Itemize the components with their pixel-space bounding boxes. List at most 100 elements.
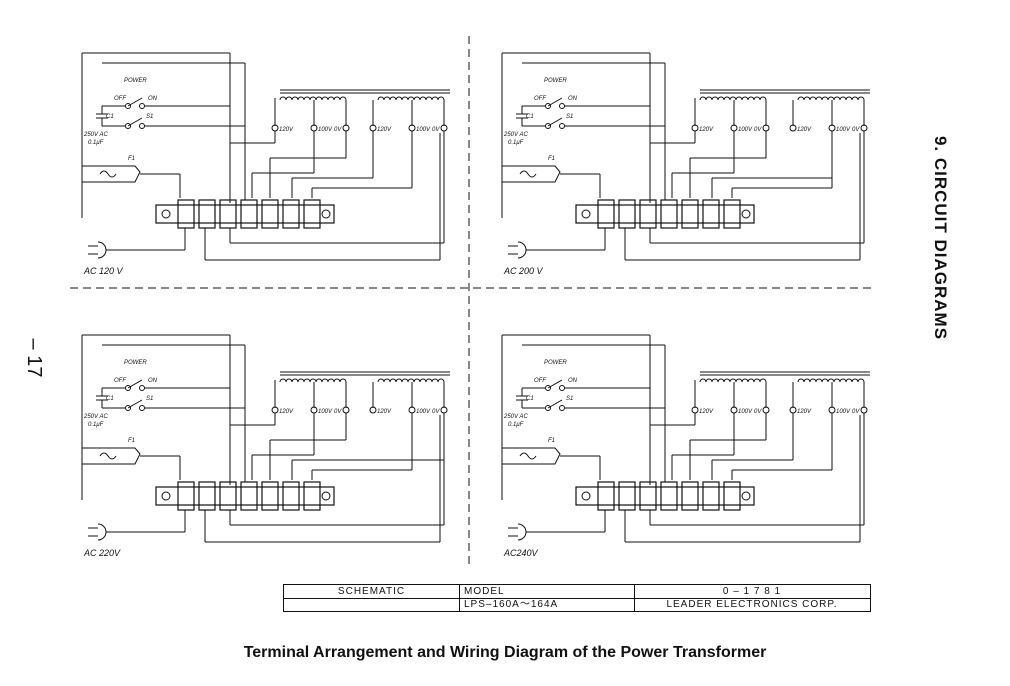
capacitor-value: 0.1μF	[88, 422, 104, 428]
tap-0-label: 0V	[754, 409, 762, 415]
tap-100-label: 100V	[836, 127, 851, 133]
off-label: OFF	[114, 96, 126, 102]
power-label: POWER	[124, 360, 147, 366]
s1-label: S1	[146, 114, 153, 120]
tap-120-label: 120V	[699, 127, 714, 133]
terminal-lug	[702, 481, 720, 511]
switch-blade	[127, 399, 143, 409]
terminal-lug	[198, 481, 216, 511]
off-label: OFF	[534, 96, 546, 102]
switch-terminal	[559, 385, 565, 391]
schematic-label: SCHEMATIC	[337, 586, 406, 597]
primary-winding-1	[279, 96, 347, 101]
power-label: POWER	[544, 360, 567, 366]
switch-terminal	[559, 405, 565, 411]
terminal-lug	[303, 481, 321, 511]
fuse-element	[99, 170, 117, 178]
terminal-lug	[240, 199, 258, 229]
switch-terminal	[545, 123, 551, 129]
fuse-label: F1	[128, 156, 135, 162]
plug-body	[517, 241, 527, 259]
off-label: OFF	[114, 378, 126, 384]
c1-label: C1	[526, 114, 534, 120]
terminal-lug	[261, 199, 279, 229]
switch-terminal	[545, 103, 551, 109]
tap-120-right	[789, 124, 797, 132]
switch-terminal	[139, 123, 145, 129]
page-number: – 17 –	[23, 338, 45, 378]
tap-120-label: 120V	[279, 127, 294, 133]
terminal-lug	[219, 199, 237, 229]
capacitor-value: 0.1μF	[508, 140, 524, 146]
terminal-lug	[282, 199, 300, 229]
primary-winding-1	[699, 378, 767, 383]
tap-120-label: 120V	[797, 409, 812, 415]
fuse-holder	[81, 447, 141, 465]
terminal-lug	[639, 199, 657, 229]
ac-voltage-label: AC 120 V	[83, 266, 124, 276]
tap-100-label: 100V	[318, 409, 333, 415]
tap-120-label: 120V	[377, 409, 392, 415]
switch-terminal	[125, 103, 131, 109]
terminal-lug	[597, 481, 615, 511]
switch-terminal	[559, 103, 565, 109]
figure-caption: Terminal Arrangement and Wiring Diagram …	[243, 644, 767, 661]
terminal-lug	[723, 481, 741, 511]
terminal-strip	[155, 486, 335, 506]
tap-100-label: 100V	[318, 127, 333, 133]
tap-100-label: 100V	[738, 409, 753, 415]
fuse-label: F1	[548, 156, 555, 162]
tap-120-label: 120V	[699, 409, 714, 415]
terminal-lug	[177, 199, 195, 229]
power-label: POWER	[544, 78, 567, 84]
primary-winding-1	[279, 378, 347, 383]
switch-terminal	[545, 405, 551, 411]
mounting-hole	[741, 491, 751, 501]
terminal-lug	[723, 199, 741, 229]
terminal-lug	[618, 199, 636, 229]
tap-120-label: 120V	[797, 127, 812, 133]
power-label: POWER	[124, 78, 147, 84]
capacitor-rating: 250V AC	[503, 414, 528, 420]
terminal-lug	[681, 481, 699, 511]
mounting-hole	[321, 209, 331, 219]
tap-0-label: 0V	[852, 409, 860, 415]
switch-terminal	[125, 405, 131, 411]
terminal-lug	[198, 199, 216, 229]
fuse-element	[99, 452, 117, 460]
s1-label: S1	[566, 114, 573, 120]
tap-120-label: 120V	[279, 409, 294, 415]
s1-label: S1	[146, 396, 153, 402]
tap-0-label: 0V	[432, 127, 440, 133]
mounting-hole	[161, 491, 171, 501]
switch-terminal	[545, 385, 551, 391]
c1-label: C1	[106, 396, 114, 402]
terminal-lug	[303, 199, 321, 229]
c1-label: C1	[106, 114, 114, 120]
terminal-lug	[282, 481, 300, 511]
terminal-lug	[597, 199, 615, 229]
terminal-lug	[240, 481, 258, 511]
terminal-lug	[639, 481, 657, 511]
capacitor-value: 0.1μF	[88, 140, 104, 146]
s1-label: S1	[566, 396, 573, 402]
section-title-text: 9. CIRCUIT DIAGRAMS	[931, 135, 950, 341]
tap-0-label: 0V	[754, 127, 762, 133]
capacitor-rating: 250V AC	[83, 414, 108, 420]
primary-winding-2	[797, 378, 865, 383]
switch-blade	[127, 97, 143, 107]
switch-terminal	[139, 405, 145, 411]
terminal-lug	[177, 481, 195, 511]
switch-blade	[547, 117, 563, 127]
on-label: ON	[568, 378, 578, 384]
mounting-hole	[741, 209, 751, 219]
tap-120-right	[369, 406, 377, 414]
plug-body	[97, 241, 107, 259]
switch-blade	[547, 97, 563, 107]
switch-terminal	[125, 123, 131, 129]
